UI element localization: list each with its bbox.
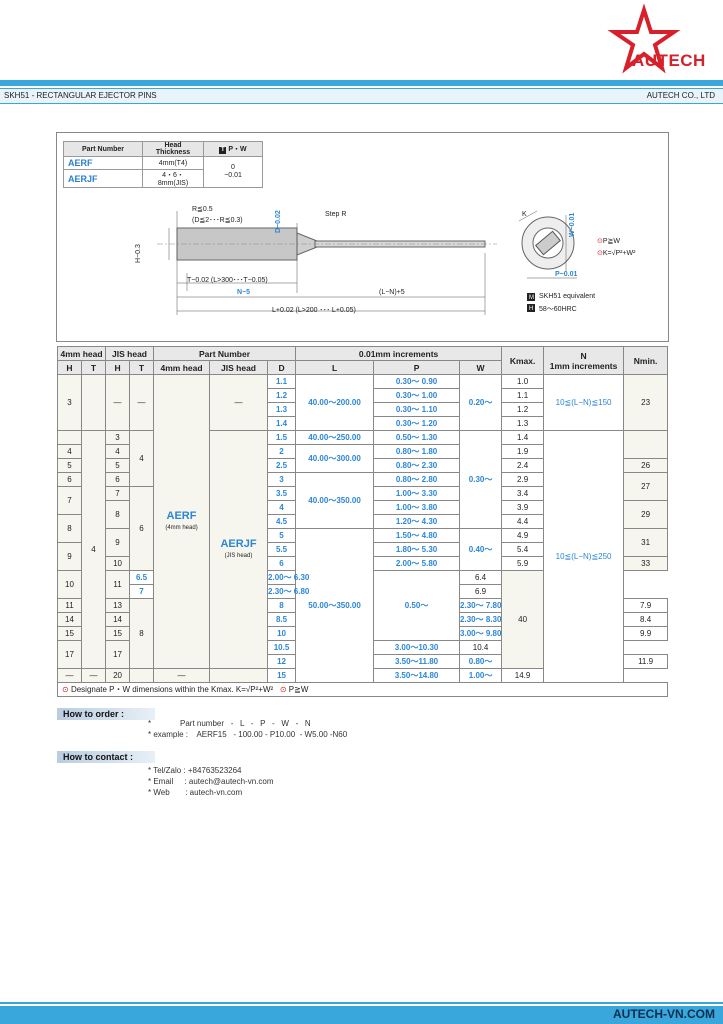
th-part-number: Part Number: [153, 346, 297, 361]
order-format: * Part number - L - P - W - N: [148, 719, 311, 728]
pw-note: ⊙P≧W: [597, 238, 621, 245]
th-4mm-head: 4mm head: [56, 346, 107, 361]
table-row: 12 3.50～11.80 0.80～ 11.9: [58, 654, 669, 669]
th-4mm-head-pn: 4mm head: [153, 360, 211, 375]
logo-text: AUTECH: [632, 51, 706, 70]
th-w: W: [459, 360, 503, 375]
table-row: — — 20 — 15 3.50～14.80 1.00～ 14.9: [57, 668, 668, 683]
r05-label: R≦0.5: [192, 206, 213, 213]
dimension-table: 4mm head JIS head Part Number 0.01mm inc…: [56, 346, 669, 697]
table-row: 14 14 8.5 2.30～ 8.30 8.4: [57, 612, 669, 627]
k-label: K: [522, 211, 527, 218]
table-row: 17 17 10.5 3.00～10.30 10.4: [57, 640, 668, 669]
head-aerjf: 4・6・8mm(JIS): [142, 169, 204, 188]
h-tolerance-label: H−0.3: [135, 244, 142, 263]
how-to-contact-label: How to contact :: [57, 751, 155, 763]
th-p: P: [373, 360, 461, 375]
company-name: AUTECH CO., LTD: [646, 91, 715, 100]
table-row: 10 11 6.5 2.00～ 6.30 0.50～ 6.4 40: [57, 570, 668, 669]
r03-label: (D≦2･･･R≦0.3): [192, 217, 243, 224]
table-row: 9 5 50.00～350.00 1.50～ 4.80 0.40～ 4.9 31: [58, 528, 669, 683]
contact-tel: * Tel/Zalo : +84763523264: [148, 766, 242, 775]
w-tolerance-label: W−0.01: [569, 212, 576, 237]
t-tolerance-label: T−0.02 (L>300･･･T−0.05): [187, 277, 268, 284]
table-row: 11 13 8 8 2.30～ 7.80 7.9: [57, 598, 669, 669]
footer-website[interactable]: AUTECH-VN.COM: [613, 1007, 715, 1021]
ln-tolerance-label: (L−N)+5: [379, 289, 405, 296]
footnote-row: ⊙ Designate P・W dimensions within the Km…: [56, 682, 669, 697]
material-label: SKH51 equivalent: [539, 293, 596, 300]
p-tolerance-label: P−0.01: [555, 271, 578, 278]
table-row: 9 5.5 1.80～ 5.30 5.4: [57, 542, 668, 571]
t-badge-icon: T: [219, 147, 227, 154]
star-logo-icon: [607, 3, 681, 74]
footer-bar: [0, 1006, 723, 1024]
series-aerjf: AERJF(JIS head): [209, 430, 269, 669]
th-jis-head-pn: JIS head: [209, 360, 269, 375]
table-row: 4 3 4 AERJF(JIS head) 1.5 40.00～250.00 0…: [57, 430, 669, 683]
th-l: L: [295, 360, 375, 375]
th-t-jis: T: [129, 360, 155, 375]
n-tolerance-label: N−5: [237, 289, 251, 296]
header-accent-line: [0, 80, 723, 86]
k-formula-note: ⊙K=√P²+W²: [597, 250, 636, 257]
th-nmin: Nmin.: [623, 346, 669, 375]
th-t: T: [80, 360, 107, 375]
pw-tolerance: 0−0.01: [203, 156, 263, 188]
contact-email: * Email : autech@autech-vn.com: [148, 777, 274, 786]
how-to-order-label: How to order :: [57, 708, 155, 720]
th-kmax: Kmax.: [501, 346, 545, 375]
contact-web[interactable]: * Web : autech-vn.com: [148, 788, 243, 797]
th-increments: 0.01mm increments: [295, 346, 503, 361]
pin-drawing: M H: [157, 210, 577, 315]
d-tolerance-label: D−0.02: [275, 210, 282, 233]
th-h-jis: H: [105, 360, 131, 375]
table-row: 3 — — AERF(4mm head) — 1.1 40.00～200.00 …: [57, 374, 669, 669]
th-h: H: [57, 360, 82, 375]
page-title: SKH51 - RECTANGULAR EJECTOR PINS: [4, 91, 157, 100]
note-icon: ⊙: [62, 684, 69, 694]
hardness-label: 58～60HRC: [539, 306, 577, 313]
l-tolerance-label: L+0.02 (L>200 ･･･ L+0.05): [272, 307, 356, 314]
footnote: ⊙ Designate P・W dimensions within the Km…: [56, 682, 669, 697]
header-bar: SKH51 - RECTANGULAR EJECTOR PINS AUTECH …: [0, 88, 723, 104]
order-example: * example : AERF15 - 100.00 - P10.00 - W…: [148, 730, 348, 739]
table-row: 6 6 3 40.00～350.00 0.80～ 2.80 2.9 27: [57, 472, 669, 529]
svg-text:M: M: [529, 295, 534, 301]
th-d: D: [267, 360, 297, 375]
table-row: 7 2.30～ 6.80 6.9: [58, 584, 668, 599]
table-row: 7 7 6 3.5 1.00～ 3.30 3.4: [57, 486, 668, 571]
step-r-label: Step R: [325, 211, 347, 218]
note-icon: ⊙: [279, 684, 287, 694]
svg-text:H: H: [529, 306, 533, 312]
series-aerf: AERF(4mm head): [153, 374, 211, 669]
footer-line: [0, 1002, 723, 1004]
th-jis-head: JIS head: [105, 346, 155, 361]
